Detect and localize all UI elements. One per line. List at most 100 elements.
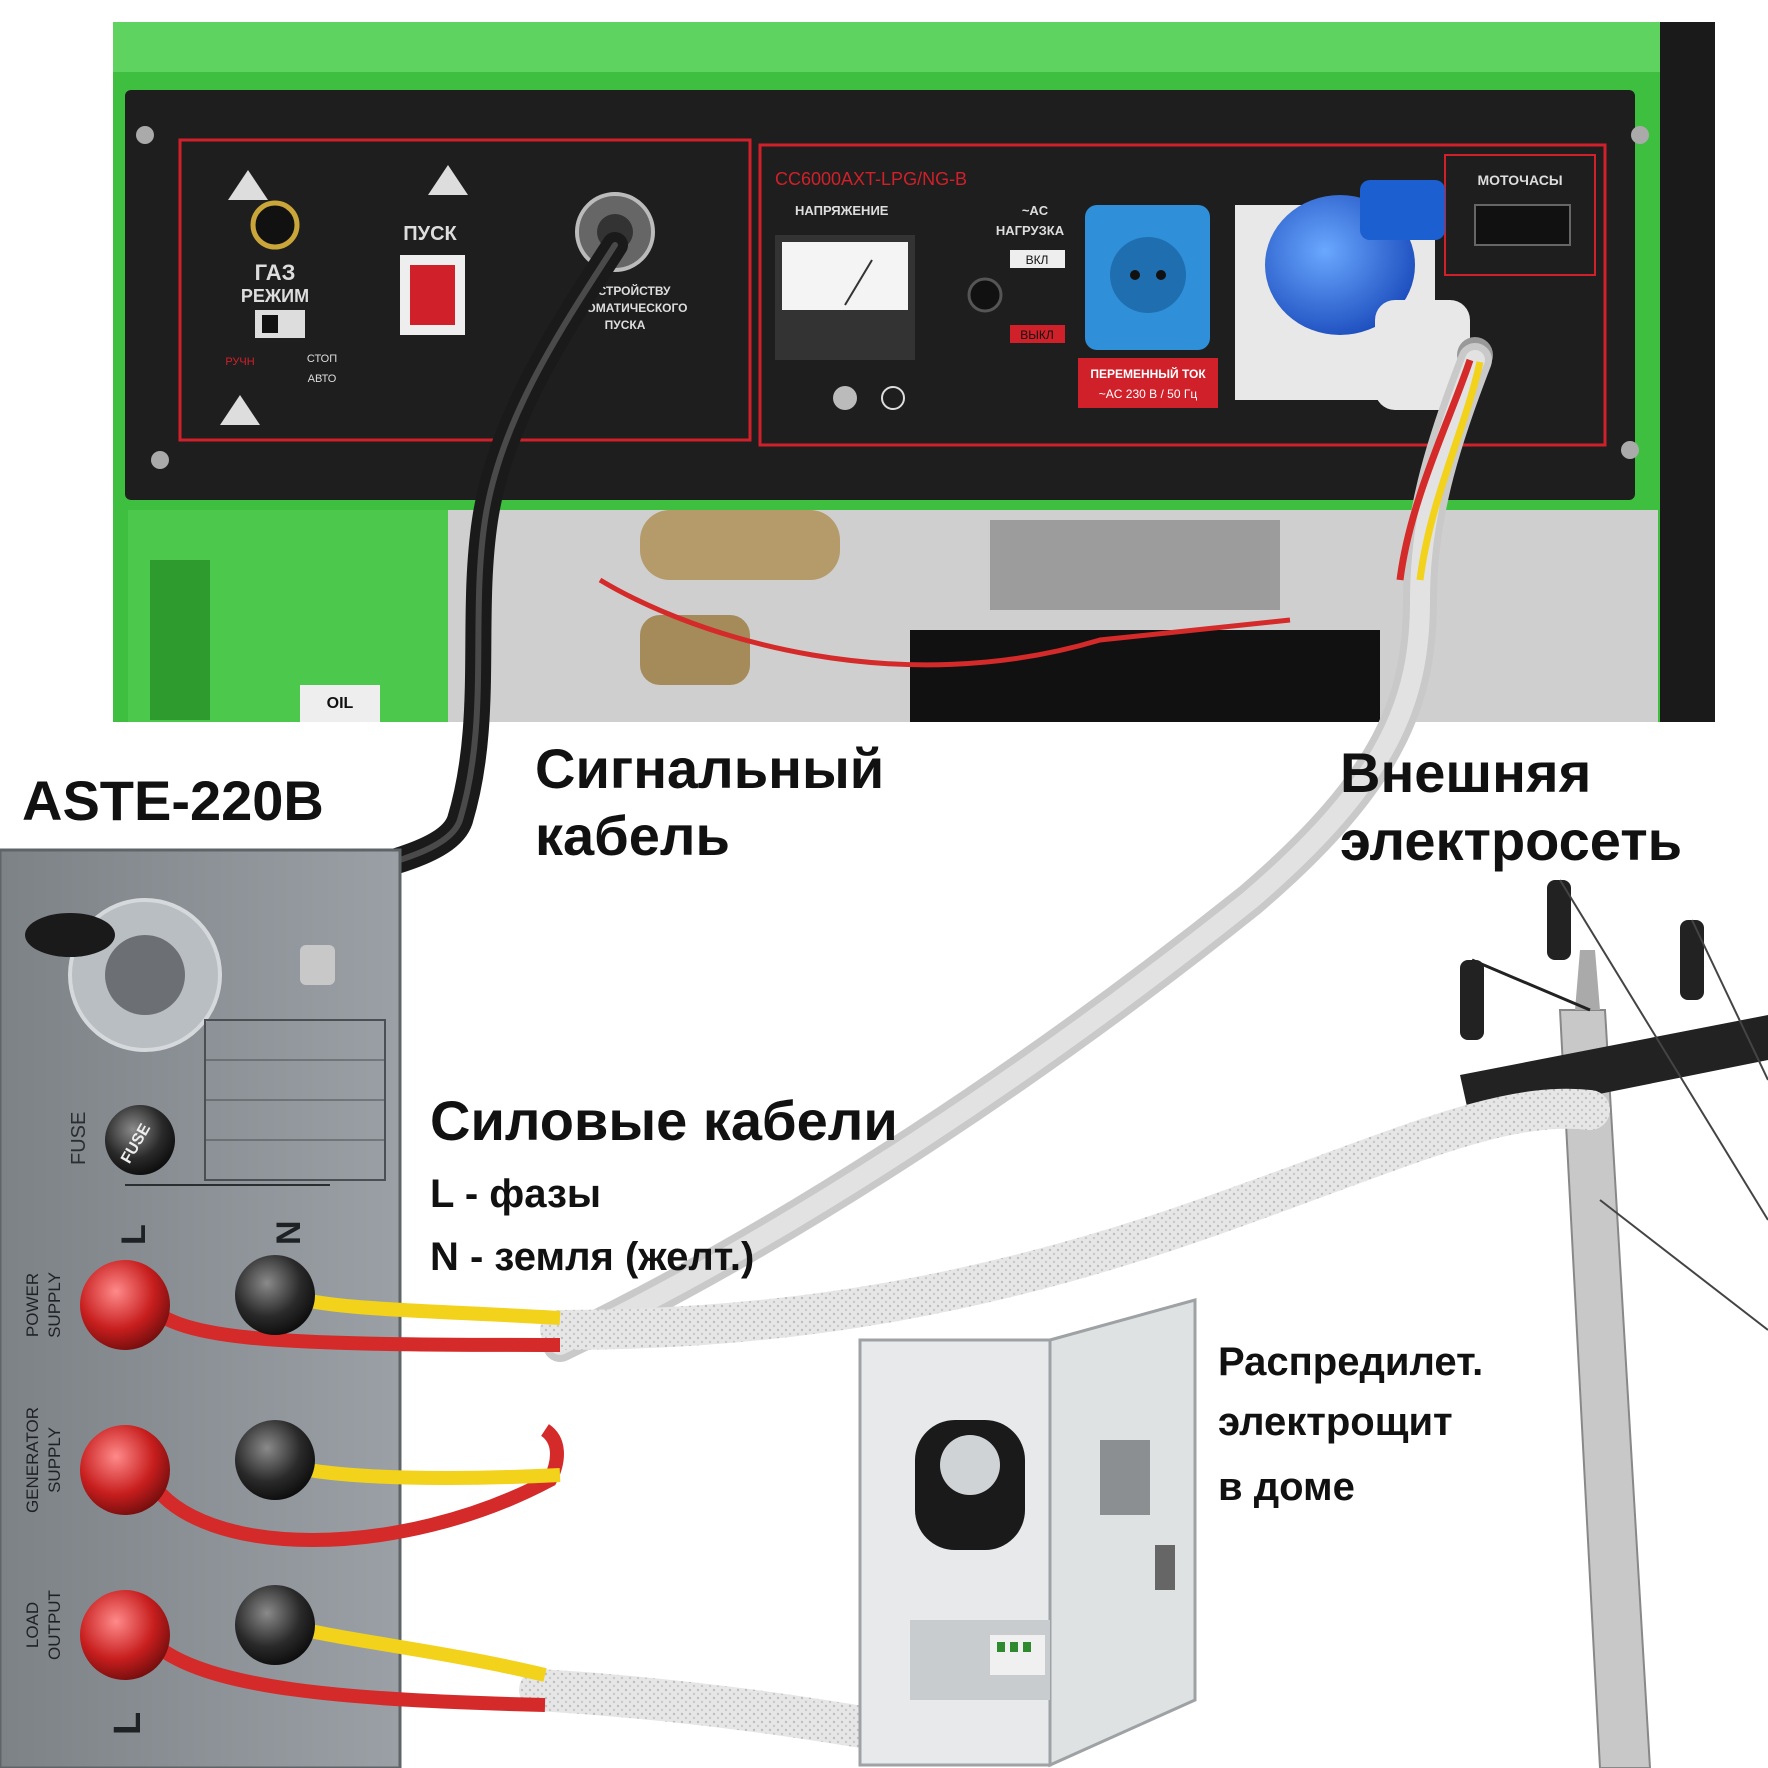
- oil-label: OIL: [327, 695, 354, 712]
- socket-hole: [1156, 270, 1166, 280]
- ats-L-label: L: [115, 1224, 153, 1245]
- insulator: [1680, 920, 1704, 1000]
- screw: [1621, 441, 1639, 459]
- ats-device: FUSE FUSE L N POWER SUPPLY GENERATOR SUP…: [0, 848, 564, 1768]
- screw: [1631, 126, 1649, 144]
- ats-port-label-2: АВТОМАТИЧЕСКОГО: [563, 301, 688, 315]
- grid-cable-highlight: [550, 350, 1485, 1355]
- terminal-L: [80, 1590, 170, 1680]
- device-label: ASTE-220B: [22, 769, 324, 832]
- ground-terminal: [300, 945, 335, 985]
- plug-gland: [1375, 300, 1470, 410]
- wire-yellow: [283, 1458, 561, 1485]
- oil-label-plate: [300, 685, 380, 722]
- starter-motor: [640, 510, 840, 580]
- socket-face: [1110, 237, 1186, 313]
- breakers: [990, 1635, 1045, 1675]
- engine-grille: [150, 560, 210, 720]
- panel-label-2: электрощит: [1218, 1400, 1453, 1444]
- wire-red: [145, 1634, 546, 1712]
- terminal-row-load: [80, 1585, 547, 1712]
- off-label: ВЫКЛ: [1020, 328, 1054, 342]
- line-wire: [1691, 919, 1768, 1081]
- panel-cabinet: [858, 1338, 1052, 1767]
- battery: [910, 630, 1380, 722]
- line-wire: [1559, 879, 1768, 1221]
- generator-supply-label-1: GENERATOR: [23, 1407, 42, 1513]
- grid-label-2: электросеть: [1340, 809, 1683, 872]
- hours-label: МОТОЧАСЫ: [1477, 172, 1562, 188]
- terminal-row-power: [80, 1255, 561, 1352]
- door-lock: [1155, 1545, 1175, 1590]
- load-output-label-1: LOAD: [23, 1602, 42, 1648]
- ats-L-label-bottom: L: [107, 1712, 149, 1735]
- blue-plug-cap: [1360, 180, 1445, 240]
- ac-label: ~AC: [1022, 203, 1049, 218]
- manual-label: РУЧН: [225, 356, 254, 368]
- door-meter-window: [1100, 1440, 1150, 1515]
- power-cables-title: Силовые кабели: [430, 1089, 898, 1152]
- power-supply-cable: [540, 1088, 1610, 1350]
- model-label: CC6000AXT-LPG/NG-B: [775, 169, 967, 189]
- auto-label: АВТО: [308, 373, 337, 385]
- generator-top: [113, 22, 1715, 72]
- power-cables-ground: N - земля (желт.): [430, 1235, 755, 1279]
- gas-knob: [250, 200, 300, 250]
- voltmeter-needle: [844, 259, 873, 306]
- socket-hole: [1130, 270, 1140, 280]
- load-label: НАГРУЗКА: [996, 223, 1065, 238]
- screw: [136, 126, 154, 144]
- plug-wire-yellow: [1416, 361, 1484, 581]
- insulator: [1460, 960, 1484, 1040]
- warning-icon: [220, 395, 260, 425]
- ground-bolt: [833, 386, 857, 410]
- port-cap: [25, 913, 115, 957]
- fuse-holder: [105, 1105, 175, 1175]
- generator-supply-label-2: SUPPLY: [45, 1427, 64, 1493]
- load-output-label-2: OUTPUT: [45, 1590, 64, 1660]
- breaker-switch: [967, 277, 1003, 313]
- left-subpanel: [178, 138, 752, 442]
- voltmeter-dial: [782, 242, 908, 310]
- mode-label: РЕЖИМ: [241, 286, 309, 306]
- start-button: [410, 265, 455, 325]
- panel-label-3: в доме: [1218, 1465, 1355, 1509]
- ac-current-badge: [1078, 358, 1218, 408]
- line-wire: [1599, 1199, 1768, 1331]
- screw: [151, 451, 169, 469]
- pole-wire: [1471, 958, 1591, 1012]
- mode-switch-rocker: [262, 315, 278, 333]
- plug-wire-red: [1396, 358, 1474, 581]
- insulator: [1547, 880, 1571, 960]
- load-output-cable: [519, 1669, 901, 1751]
- meter-dial: [940, 1435, 1000, 1495]
- on-badge: [1010, 250, 1065, 268]
- signal-cable-label-1: Сигнальный: [535, 737, 885, 800]
- off-badge: [1010, 325, 1065, 343]
- ats-N-label: N: [270, 1220, 308, 1245]
- terminal-row-generator: [80, 1420, 564, 1547]
- grid-label-1: Внешняя: [1340, 741, 1592, 804]
- terminal-L: [80, 1425, 170, 1515]
- power-supply-label-1: POWER: [23, 1273, 42, 1337]
- gas-label: ГАЗ: [255, 260, 296, 285]
- ac-current-label-2: ~AC 230 В / 50 Гц: [1099, 387, 1198, 401]
- start-label: ПУСК: [403, 223, 457, 245]
- panel-label-1: Распредилет.: [1218, 1340, 1484, 1384]
- signal-cable-label-2: кабель: [535, 804, 730, 867]
- terminal-L: [80, 1260, 170, 1350]
- warning-icon: [228, 170, 268, 200]
- stop-label: СТОП: [307, 353, 337, 365]
- terminal-N: [235, 1255, 315, 1335]
- ats-port-label-3: ПУСКА: [605, 318, 646, 332]
- ats-signal-port-inner: [105, 935, 185, 1015]
- terminal-N: [235, 1420, 315, 1500]
- hours-counter: [1474, 204, 1571, 246]
- panel-door: [1048, 1298, 1197, 1768]
- wire-red: [144, 1424, 564, 1547]
- on-label: ВКЛ: [1026, 253, 1049, 267]
- power-pole: [1460, 879, 1768, 1768]
- terminal-N: [235, 1585, 315, 1665]
- right-subpanel: [758, 143, 1607, 447]
